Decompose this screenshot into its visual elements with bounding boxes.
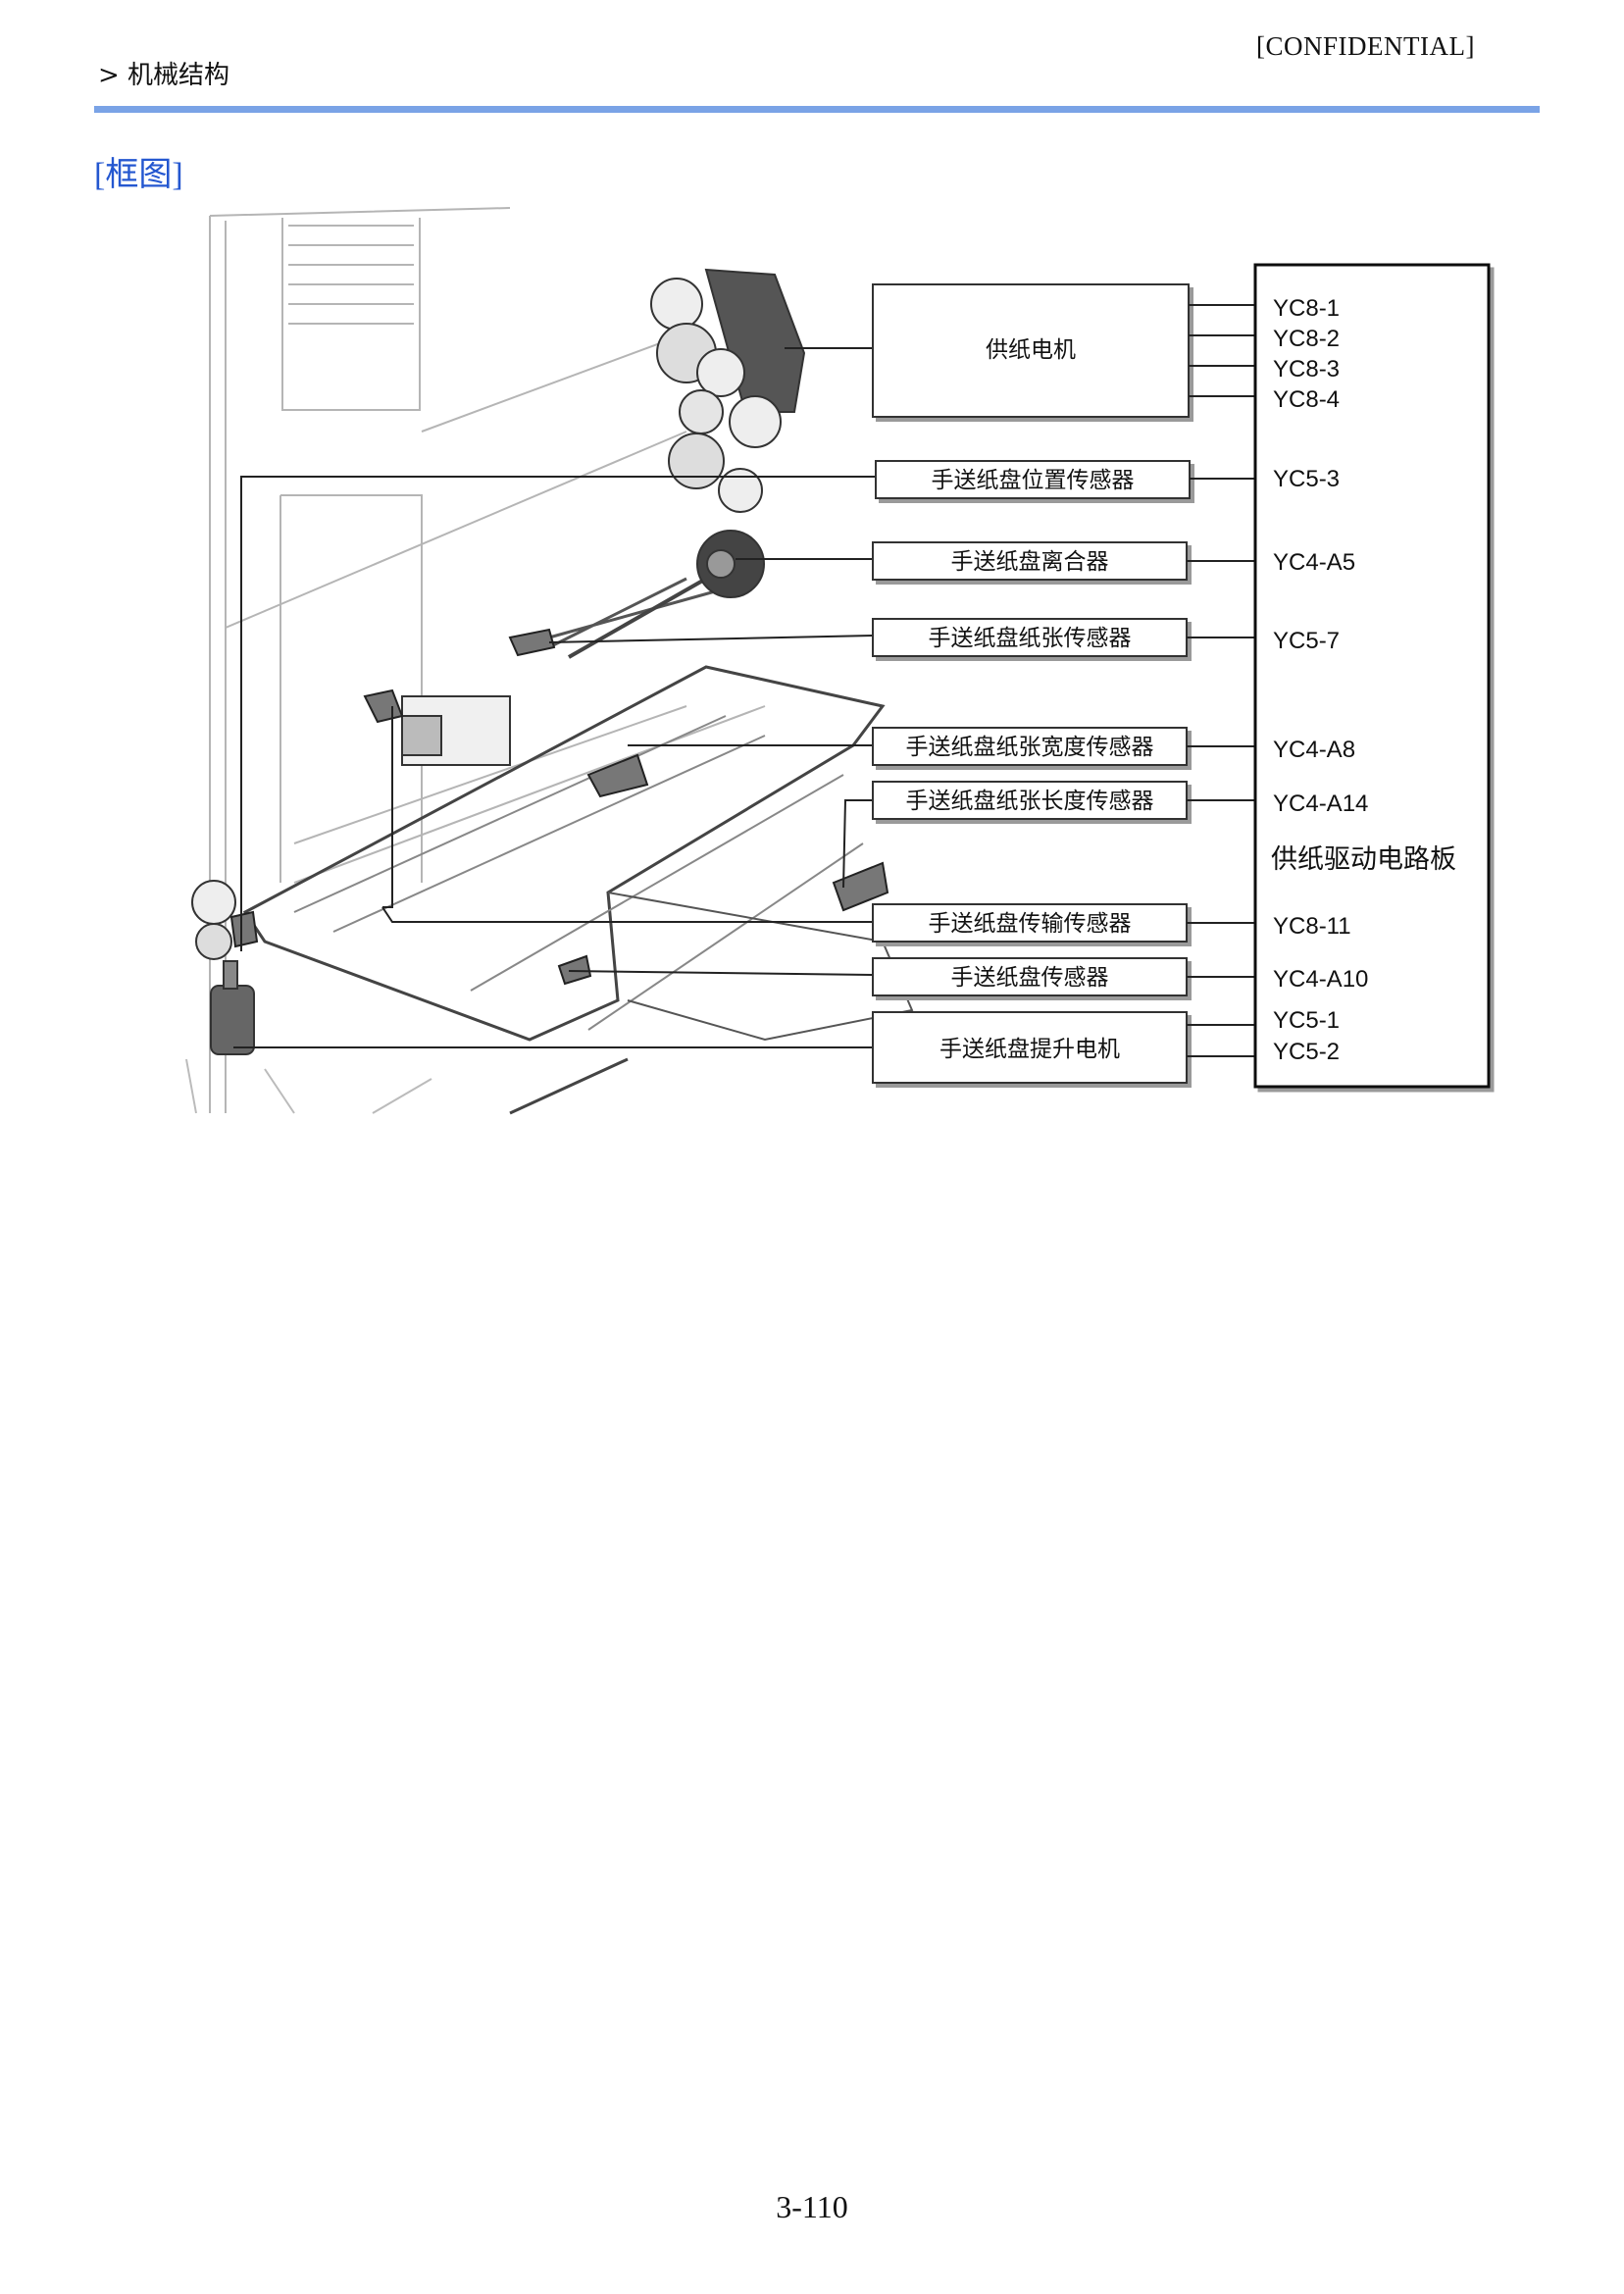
component-label: 手送纸盘传感器	[951, 965, 1109, 991]
block-diagram: 供纸电机 手送纸盘位置传感器 手送纸盘离合器 手送纸盘纸张传感器 手送纸盘纸张宽…	[185, 207, 1491, 1115]
component-labels: 供纸电机 手送纸盘位置传感器 手送纸盘离合器 手送纸盘纸张传感器 手送纸盘纸张宽…	[906, 337, 1154, 1062]
board-name: 供纸驱动电路板	[1271, 844, 1456, 875]
component-label: 手送纸盘纸张宽度传感器	[906, 735, 1154, 760]
pin-label: YC8-3	[1273, 356, 1340, 382]
breadcrumb: > 机械结构	[98, 61, 230, 90]
feed-motor-box	[872, 283, 1190, 418]
pin-label: YC5-1	[1273, 1007, 1340, 1034]
paper-sensor-box	[872, 618, 1188, 657]
tray-sensor-box	[872, 957, 1188, 996]
pin-label: YC8-1	[1273, 295, 1340, 322]
feed-drive-board	[1253, 263, 1491, 1089]
component-label: 供纸电机	[986, 337, 1076, 363]
pin-label: YC8-4	[1273, 386, 1340, 413]
connection-lines	[1187, 304, 1255, 1057]
pin-label: YC5-2	[1273, 1039, 1340, 1065]
pin-label: YC8-11	[1273, 913, 1351, 940]
pin-label: YC4-A10	[1273, 966, 1368, 993]
pin-label: YC4-A8	[1273, 737, 1355, 763]
component-label: 手送纸盘纸张传感器	[929, 626, 1132, 651]
pin-label: YC4-A5	[1273, 549, 1355, 576]
component-boxes	[872, 283, 1191, 1084]
leader-lines	[233, 347, 876, 1048]
page-number: 3-110	[776, 2189, 848, 2224]
section-title: [框图]	[94, 157, 183, 193]
pin-label: YC5-3	[1273, 466, 1340, 492]
confidential-mark: [CONFIDENTIAL]	[1256, 31, 1475, 61]
gear-assembly-illustration	[191, 268, 806, 1055]
component-label: 手送纸盘提升电机	[939, 1037, 1120, 1062]
sensor-parts-illustration	[229, 628, 889, 986]
component-label: 手送纸盘传输传感器	[929, 911, 1132, 937]
mechanism-illustration	[185, 207, 914, 1115]
header-divider	[94, 106, 1540, 113]
clutch-box	[872, 541, 1188, 581]
component-label: 手送纸盘离合器	[951, 549, 1109, 575]
component-label: 手送纸盘位置传感器	[932, 468, 1135, 493]
position-sensor-box	[875, 460, 1191, 499]
pin-label: YC8-2	[1273, 326, 1340, 352]
board-pin-labels: YC8-1 YC8-2 YC8-3 YC8-4 YC5-3 YC4-A5 YC5…	[1271, 295, 1456, 1065]
lift-motor-box	[872, 1011, 1188, 1084]
pin-label: YC4-A14	[1273, 790, 1368, 817]
pin-label: YC5-7	[1273, 628, 1340, 654]
component-label: 手送纸盘纸张长度传感器	[906, 789, 1154, 814]
